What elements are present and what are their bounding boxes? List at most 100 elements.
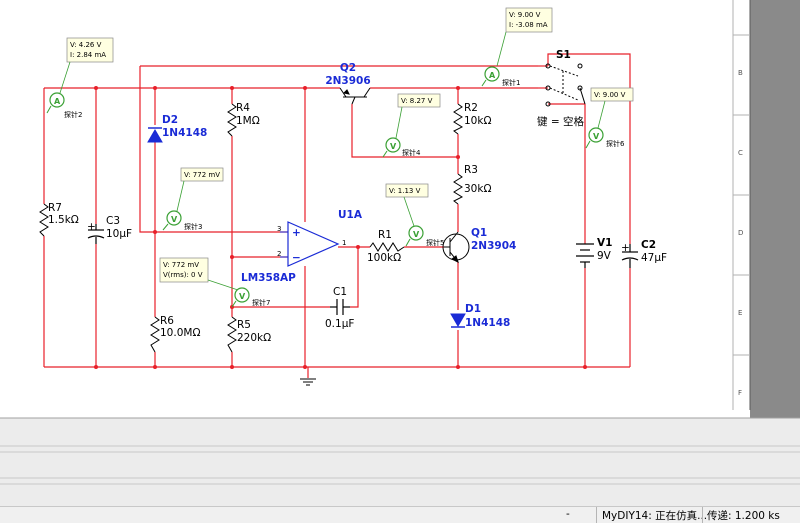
r5-ref: R5 — [237, 319, 251, 331]
q1-transistor[interactable] — [442, 231, 470, 263]
u1a-ref: U1A — [338, 209, 363, 221]
wires — [43, 53, 631, 378]
status-field-1: - — [566, 508, 570, 520]
probe7[interactable]: V: 772 mV V(rms): 0 V V 探针7 — [159, 257, 270, 308]
probe2-type: A — [54, 97, 61, 106]
probe7-tag: 探针7 — [252, 298, 270, 307]
c1-value: 0.1μF — [325, 318, 354, 330]
r6-resistor[interactable] — [150, 316, 160, 353]
r6-value: 10.0MΩ — [160, 327, 200, 339]
r7-value: 1.5kΩ — [48, 214, 79, 226]
c2-polarity: + — [621, 242, 630, 254]
r7-resistor[interactable] — [39, 203, 49, 237]
r1-ref: R1 — [378, 229, 392, 241]
r6-ref: R6 — [160, 315, 174, 327]
r3-value: 30kΩ — [464, 183, 491, 195]
d2-diode[interactable] — [147, 127, 163, 143]
r5-resistor[interactable] — [227, 316, 237, 353]
junctions — [94, 86, 587, 369]
r2-resistor[interactable] — [453, 103, 464, 135]
d1-ref: D1 — [465, 303, 481, 315]
status-simulation: MyDIY14: 正在仿真... — [602, 510, 708, 522]
probe6[interactable]: V: 9.00 V V 探针6 — [585, 87, 634, 149]
workspace-background — [750, 0, 800, 418]
ruler-mark-d: D — [738, 229, 743, 237]
q2-ref: Q2 — [340, 62, 356, 74]
s1-key-label: 键 = 空格 — [537, 115, 584, 128]
probe5-type: V — [413, 230, 420, 239]
ground-symbol — [300, 378, 316, 386]
q1-model: 2N3904 — [471, 240, 516, 252]
r1-resistor[interactable] — [369, 242, 405, 252]
ruler-mark-b: B — [738, 69, 743, 77]
probe4-tag: 探针4 — [402, 148, 421, 157]
probe6-type: V — [593, 132, 600, 141]
probe4[interactable]: V: 8.27 V V 探针4 — [382, 93, 441, 158]
u1a-sign-plus: + — [292, 227, 301, 239]
probe4-type: V — [390, 142, 397, 151]
c1-ref: C1 — [333, 286, 347, 298]
c2-value: 47μF — [641, 252, 667, 264]
c1-capacitor[interactable] — [330, 299, 350, 315]
u1a-opamp[interactable] — [280, 221, 340, 267]
r4-resistor[interactable] — [227, 103, 237, 137]
c3-capacitor[interactable] — [87, 224, 105, 244]
c2-ref: C2 — [641, 239, 656, 251]
status-transfer: 传递: 1.200 ks — [707, 510, 780, 522]
probe1-line1: V: 9.00 V — [509, 11, 541, 19]
d2-model: 1N4148 — [162, 127, 207, 139]
probe3-line1: V: 772 mV — [184, 171, 220, 179]
probe7-line2: V(rms): 0 V — [163, 271, 203, 279]
u1a-pin2: 2 — [277, 250, 281, 258]
r4-ref: R4 — [236, 102, 250, 114]
probe2-line2: I: 2.84 mA — [70, 51, 106, 59]
border-ruler — [733, 34, 750, 356]
r3-ref: R3 — [464, 164, 478, 176]
probe2[interactable]: V: 4.26 V I: 2.84 mA A 探针2 — [46, 37, 114, 119]
s1-switch[interactable] — [545, 63, 586, 107]
probe3[interactable]: V: 772 mV V 探针3 — [162, 167, 224, 231]
u1a-pin1: 1 — [342, 239, 346, 247]
d1-model: 1N4148 — [465, 317, 510, 329]
u1a-pin3: 3 — [277, 225, 281, 233]
probe6-line1: V: 9.00 V — [594, 91, 626, 99]
probe2-line1: V: 4.26 V — [70, 41, 102, 49]
probe4-line1: V: 8.27 V — [401, 97, 433, 105]
q1-ref: Q1 — [471, 227, 487, 239]
probe1-line2: I: -3.08 mA — [509, 21, 548, 29]
c3-ref: C3 — [106, 215, 120, 227]
c3-polarity: + — [87, 221, 96, 233]
c2-capacitor[interactable] — [621, 244, 639, 268]
probe7-type: V — [239, 292, 246, 301]
r5-value: 220kΩ — [237, 332, 271, 344]
r7-ref: R7 — [48, 202, 62, 214]
probe1-type: A — [489, 71, 496, 80]
probe5-tag: 探针5 — [426, 238, 444, 247]
r2-value: 10kΩ — [464, 115, 491, 127]
r1-value: 100kΩ — [367, 252, 401, 264]
q2-model: 2N3906 — [325, 75, 370, 87]
d1-diode[interactable] — [450, 313, 466, 328]
u1a-sign-minus: − — [292, 252, 301, 264]
status-bar: - MyDIY14: 正在仿真... 传递: 1.200 ks — [0, 506, 800, 523]
v1-ref: V1 — [597, 237, 612, 249]
ruler-mark-c: C — [738, 149, 743, 157]
r3-resistor[interactable] — [453, 173, 464, 205]
d2-ref: D2 — [162, 114, 178, 126]
probe7-line1: V: 772 mV — [163, 261, 199, 269]
probe5[interactable]: V: 1.13 V V 探针5 — [385, 183, 444, 247]
probe1[interactable]: V: 9.00 V I: -3.08 mA A 探针1 — [481, 7, 553, 87]
r4-value: 1MΩ — [236, 115, 260, 127]
q2-transistor[interactable] — [339, 87, 371, 105]
c3-value: 10μF — [106, 228, 132, 240]
probe5-line1: V: 1.13 V — [389, 187, 421, 195]
ruler-mark-e: E — [738, 309, 742, 317]
r2-ref: R2 — [464, 102, 478, 114]
v1-battery[interactable] — [576, 243, 594, 268]
v1-value: 9V — [597, 250, 612, 262]
s1-ref: S1 — [556, 49, 571, 61]
probe1-tag: 探针1 — [502, 78, 520, 87]
probe3-type: V — [171, 215, 178, 224]
ruler-mark-f: F — [738, 389, 742, 397]
